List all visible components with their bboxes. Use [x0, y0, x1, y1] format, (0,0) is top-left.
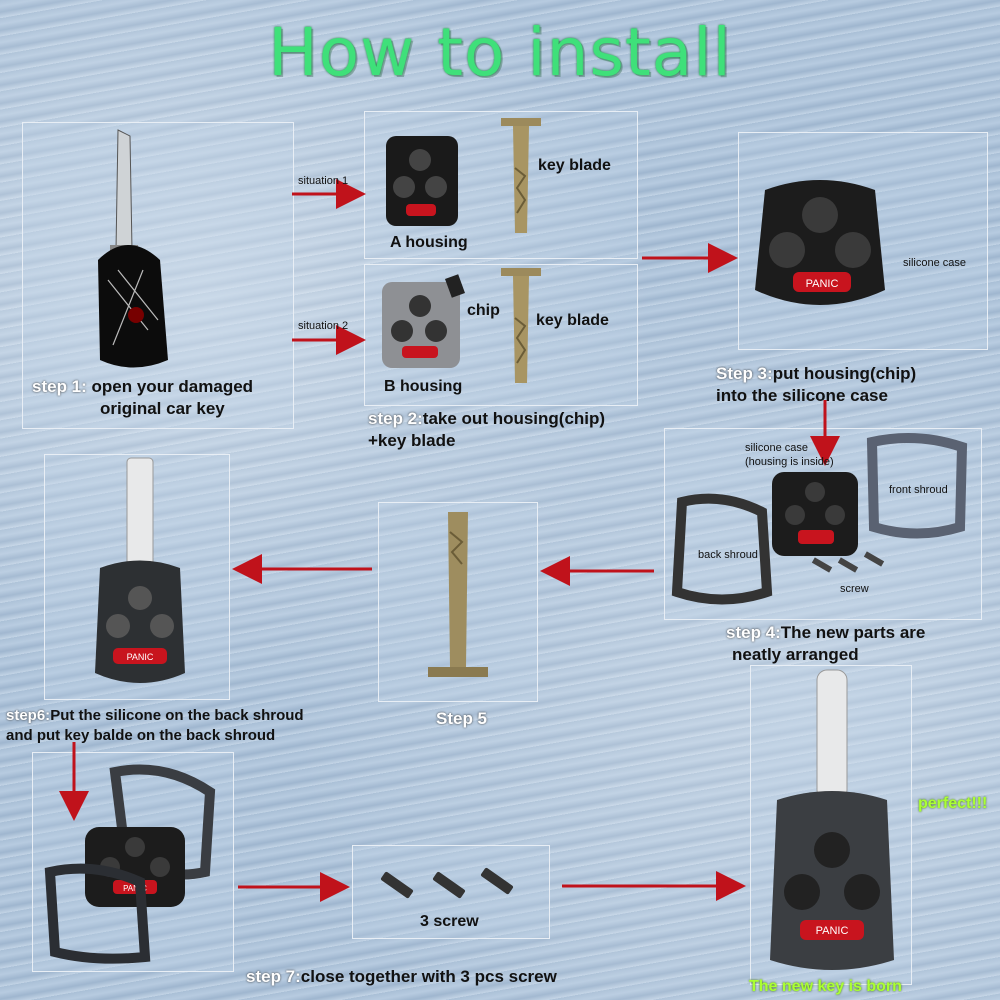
step3-line2: into the silicone case: [716, 386, 888, 405]
a-housing-image: [386, 136, 458, 226]
step2-prefix: step 2:: [368, 409, 423, 428]
silicone-case-housing-line2: (housing is inside): [745, 456, 834, 468]
step4-silicone-case-image: [772, 472, 858, 556]
b-housing-label: B housing: [384, 378, 463, 395]
panic-label-new-key: PANIC: [816, 925, 849, 937]
step6-line1: Put the silicone on the back shroud: [50, 707, 304, 724]
three-screw-image: [380, 867, 514, 899]
back-shroud-image: [671, 493, 773, 605]
b-housing-image: [382, 274, 465, 368]
new-key-born-label: The new key is born: [749, 978, 902, 995]
key-blade-label-2: key blade: [536, 312, 609, 329]
perfect-label: perfect!!!: [918, 795, 988, 812]
step3-label: Step 3:put housing(chip) into the silico…: [716, 363, 916, 407]
step3-prefix: Step 3:: [716, 364, 773, 383]
three-screw-label: 3 screw: [420, 913, 479, 930]
panic-label-step3: PANIC: [806, 278, 839, 290]
step6-label: step6:Put the silicone on the back shrou…: [6, 706, 304, 746]
step4-line2: neatly arranged: [732, 645, 859, 664]
screw-label: screw: [840, 583, 869, 595]
a-housing-label: A housing: [390, 234, 468, 251]
silicone-case-label: silicone case: [903, 257, 966, 269]
situation1-label: situation 1: [298, 175, 349, 187]
front-shroud-label: front shroud: [889, 484, 948, 496]
step1-prefix: step 1:: [32, 377, 87, 396]
step5-label: Step 5: [436, 708, 487, 730]
step6-prefix: step6:: [6, 707, 51, 724]
step2-label: step 2:take out housing(chip) +key blade: [368, 408, 605, 452]
panel-step1: [22, 122, 294, 429]
step2-line2: +key blade: [368, 431, 456, 450]
step2-line1: take out housing(chip): [422, 409, 606, 428]
step4-label: step 4:The new parts are neatly arranged: [726, 622, 925, 666]
step7-label: step 7:close together with 3 pcs screw: [246, 966, 557, 988]
key-blade-image-2: [501, 268, 541, 383]
step4-prefix: step 4:: [726, 623, 781, 642]
panic-label-step6: PANIC: [127, 652, 154, 662]
step1-label: step 1: open your damaged original car k…: [32, 376, 253, 420]
front-shroud-image: [866, 433, 968, 539]
screws-image-step4: [811, 551, 885, 573]
new-key-image: PANIC: [770, 669, 894, 970]
silicone-case-housing-label: silicone case (housing is inside): [745, 441, 834, 469]
key-blade-label-1: key blade: [538, 157, 611, 174]
step3-line1: put housing(chip): [772, 364, 917, 383]
step7-assembly-image: PANIC: [44, 764, 216, 964]
back-shroud-label: back shroud: [698, 549, 758, 561]
step7-line1: close together with 3 pcs screw: [300, 967, 557, 986]
step6-key-image: PANIC: [95, 457, 185, 683]
chip-label: chip: [467, 302, 500, 319]
panel-a-housing: [364, 111, 638, 259]
step5-text: Step 5: [436, 709, 488, 728]
key-blade-image-1: [501, 118, 541, 233]
damaged-key-image: [98, 129, 168, 368]
step6-line2: and put key balde on the back shroud: [6, 727, 276, 744]
step5-key-blade-image: [428, 512, 488, 677]
step1-line2: original car key: [100, 399, 225, 418]
step1-line1: open your damaged: [86, 377, 254, 396]
step7-prefix: step 7:: [246, 967, 301, 986]
step4-line1: The new parts are: [780, 623, 926, 642]
silicone-case-housing-line1: silicone case: [745, 442, 808, 454]
silicone-case-image: PANIC: [755, 180, 885, 305]
panic-label-step7: PANIC: [123, 884, 147, 893]
page-title: How to install: [268, 14, 732, 91]
situation2-label: situation 2: [298, 320, 349, 332]
